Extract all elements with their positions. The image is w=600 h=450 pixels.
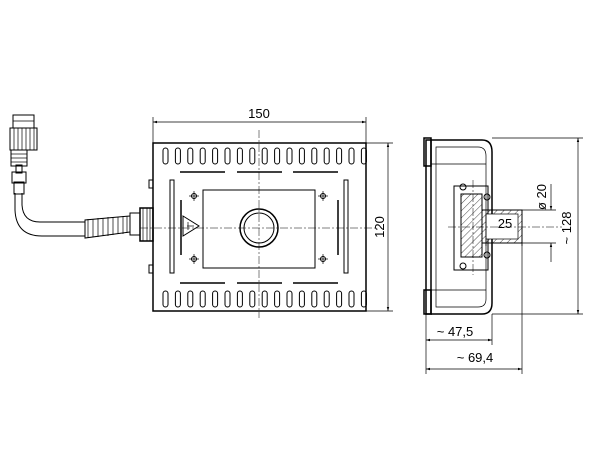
dimension-width-label: 150: [248, 106, 270, 121]
top-vent-slots: [162, 147, 367, 165]
cable-connector-icon: [9, 114, 38, 195]
vent-slot: [348, 147, 355, 165]
vent-slot: [212, 290, 219, 308]
vent-slot: [199, 290, 206, 308]
housing-outline: [152, 142, 367, 312]
bottom-vent-slots: [162, 290, 367, 308]
vent-slot: [174, 147, 181, 165]
vent-slot: [162, 147, 169, 165]
screw-bottom-left: [189, 254, 199, 264]
slot-divider-lines: [180, 171, 338, 284]
hazard-triangle-icon: [182, 215, 200, 237]
screw-markers: [189, 191, 328, 264]
dimension-shaft-diameter-label: ø 20: [534, 184, 549, 210]
vent-slot: [199, 147, 206, 165]
vent-slot: [224, 147, 231, 165]
vent-slot: [311, 147, 318, 165]
top-lug: [423, 137, 432, 167]
dimension-height-label: 120: [372, 216, 387, 238]
vent-slot: [323, 290, 330, 308]
screw-top-left: [189, 191, 199, 201]
dimension-side-height: ~ 128: [492, 137, 583, 315]
vent-slot: [249, 290, 256, 308]
side-tabs: [148, 179, 154, 274]
bottom-lug: [423, 289, 432, 315]
cable-gland: [129, 207, 154, 242]
vent-slot: [311, 290, 318, 308]
dimension-shaft-length-label: 25: [498, 216, 512, 231]
vent-slot: [236, 147, 243, 165]
vent-slot: [360, 147, 367, 165]
dimension-shaft-diameter: ø 20: [522, 184, 556, 262]
cable: [21, 193, 85, 223]
vent-slot: [336, 290, 343, 308]
bracket-screws: [459, 183, 491, 270]
vent-slot: [187, 290, 194, 308]
dimension-depth-total: ~ 69,4: [426, 243, 523, 374]
side-bars: [169, 179, 349, 274]
dimension-side-height-label: ~ 128: [559, 212, 574, 245]
vent-slot: [261, 147, 268, 165]
vent-slot: [298, 290, 305, 308]
vent-slot: [212, 147, 219, 165]
dimension-depth-inner: ~ 47,5: [425, 314, 493, 374]
vent-slot: [236, 290, 243, 308]
screw-top-right: [318, 191, 328, 201]
vent-slot: [336, 147, 343, 165]
vent-slot: [274, 290, 281, 308]
vent-slot: [274, 147, 281, 165]
vent-slot: [286, 147, 293, 165]
vent-slot: [323, 147, 330, 165]
vent-slot: [249, 147, 256, 165]
shaft-bore: [485, 213, 519, 240]
side-housing-inner: [435, 146, 487, 308]
vent-slot: [261, 290, 268, 308]
vent-slot: [286, 290, 293, 308]
vent-slot: [187, 147, 194, 165]
side-view: 25 ø 20 ~ 128 ~ 47,5 ~ 69,4: [423, 137, 583, 374]
front-view: 150 120: [9, 106, 393, 318]
vent-slot: [298, 147, 305, 165]
strain-relief: [84, 215, 131, 239]
vent-slot: [360, 290, 367, 308]
dimension-depth-inner-label: ~ 47,5: [437, 324, 474, 339]
vent-slot: [162, 290, 169, 308]
hatched-section: [460, 193, 483, 258]
dimension-shaft-length: 25: [485, 214, 523, 246]
screw-bottom-right: [318, 254, 328, 264]
vent-slot: [174, 290, 181, 308]
dimension-width: 150: [152, 106, 367, 143]
cable-inner: [14, 193, 85, 237]
vent-slot: [348, 290, 355, 308]
dimension-depth-total-label: ~ 69,4: [457, 350, 494, 365]
dimension-height: 120: [366, 142, 393, 312]
vent-slot: [224, 290, 231, 308]
